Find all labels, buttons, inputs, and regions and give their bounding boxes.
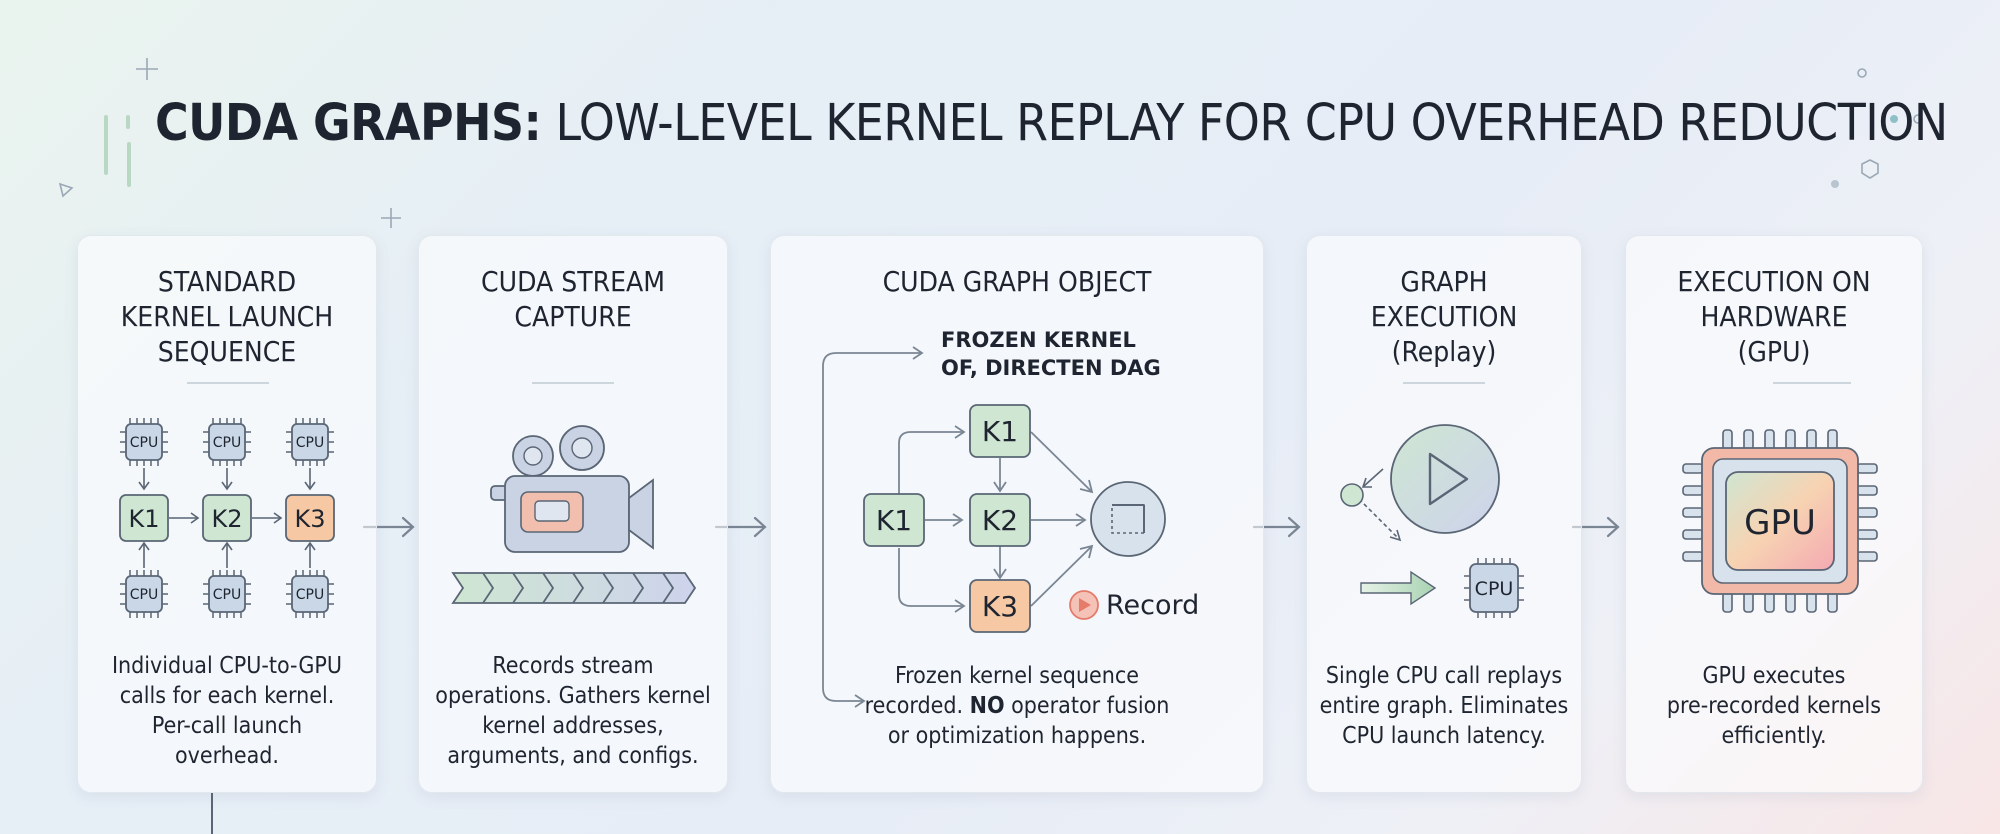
panel-hardware-title: EXECUTION ON HARDWARE (GPU)	[1626, 264, 1922, 369]
panel-stream-capture: CUDA STREAM CAPTURE	[418, 235, 728, 793]
gpu-chip-label: GPU	[1744, 503, 1816, 543]
desc-line: efficiently.	[1721, 723, 1827, 749]
page-title: CUDA GRAPHS: LOW-LEVEL KERNEL REPLAY FOR…	[155, 92, 1955, 156]
stream-capture-illustration	[451, 425, 697, 604]
desc-line: arguments, and configs.	[447, 743, 699, 769]
desc-line: calls for each kernel.	[119, 683, 335, 709]
desc-emphasis: NO	[969, 693, 1005, 719]
cpu-chip-label: CPU	[213, 587, 241, 603]
panel-hardware-description: GPU executes pre-recorded kernels effici…	[1626, 661, 1922, 751]
desc-line: or optimization happens.	[887, 723, 1147, 749]
graph-subtitle-line: FROZEN KERNEL	[941, 328, 1136, 352]
standard-launch-illustration: CPU CPU CPU CPU CPU CPU K1 K2 K3	[119, 417, 335, 619]
panel-standard-title-line: KERNEL LAUNCH	[120, 300, 334, 333]
node-dot-icon	[1340, 483, 1364, 507]
panel-capture-title: CUDA STREAM CAPTURE	[419, 264, 727, 334]
gpu-illustration: GPU	[1682, 429, 1878, 613]
arrow-right-icon	[1360, 570, 1437, 606]
title-bold: CUDA GRAPHS:	[155, 94, 542, 153]
panel-graph-description: Frozen kernel sequence recorded. NO oper…	[771, 661, 1263, 751]
graph-node-k3	[969, 579, 1031, 633]
panel-standard-title-line: SEQUENCE	[157, 335, 297, 368]
desc-line: GPU executes	[1702, 663, 1846, 689]
desc-line: CPU launch latency.	[1342, 723, 1546, 749]
panel-replay-description: Single CPU call replays entire graph. El…	[1307, 661, 1581, 751]
desc-line: Records stream	[492, 653, 654, 679]
desc-line: pre-recorded kernels	[1666, 693, 1882, 719]
panel-hardware-divider	[1773, 382, 1851, 384]
graph-node-k1-root	[863, 493, 925, 547]
panel-capture-title-line: CAPTURE	[514, 300, 632, 333]
panel-hardware-title-line: (GPU)	[1737, 335, 1811, 368]
cpu-chip-icon	[1464, 558, 1524, 618]
desc-line: kernel addresses,	[482, 713, 664, 739]
graph-subtitle-line: OF, DIRECTEN DAG	[941, 356, 1161, 380]
graph-node-label: K2	[982, 504, 1018, 537]
graph-output-icon	[1090, 481, 1166, 557]
desc-line: Frozen kernel sequence	[894, 663, 1140, 689]
gpu-chip-icon	[1682, 429, 1878, 613]
graph-edges	[822, 346, 1094, 708]
panel-hardware-title-line: HARDWARE	[1700, 300, 1848, 333]
panel-graph-object: CUDA GRAPH OBJECT FROZEN KERNEL OF, DIRE…	[770, 235, 1264, 793]
record-icon	[1069, 590, 1099, 620]
graph-node-k1	[969, 404, 1031, 458]
kernel-k3-label: K3	[294, 505, 325, 533]
desc-line: Individual CPU-to-GPU	[111, 653, 343, 679]
kernel-k1-label: K1	[128, 505, 159, 533]
cpu-chip-label: CPU	[296, 587, 324, 603]
panel-standard-launch: STANDARD KERNEL LAUNCH SEQUENCE CPU CPU	[77, 235, 377, 793]
panel-graph-execution: GRAPH EXECUTION (Replay)	[1306, 235, 1582, 793]
desc-line: Per-call launch	[151, 713, 303, 739]
panel-standard-divider	[187, 382, 269, 384]
panel-replay-title: GRAPH EXECUTION (Replay)	[1307, 264, 1581, 369]
panel-hardware-title-line: EXECUTION ON	[1677, 265, 1871, 298]
panel-standard-description: Individual CPU-to-GPU calls for each ker…	[78, 651, 376, 771]
graph-node-label: K1	[982, 415, 1018, 448]
desc-fragment: recorded.	[864, 693, 964, 719]
panel-replay-title-line: GRAPH	[1400, 265, 1488, 298]
play-icon	[1390, 424, 1500, 534]
cpu-chip-label: CPU	[296, 435, 324, 451]
cpu-chip-label: CPU	[130, 587, 158, 603]
desc-line: Single CPU call replays	[1325, 663, 1563, 689]
record-label: Record	[1106, 590, 1199, 621]
kernel-k1-box	[119, 494, 169, 542]
cpu-chip-label: CPU	[1475, 578, 1514, 600]
panel-capture-title-line: CUDA STREAM	[481, 265, 665, 298]
video-camera-icon	[490, 425, 654, 553]
panel-replay-title-line: (Replay)	[1391, 335, 1497, 368]
panel-replay-title-line: EXECUTION	[1370, 300, 1518, 333]
kernel-k2-label: K2	[211, 505, 242, 533]
panel-replay-divider	[1403, 382, 1485, 384]
desc-line: recorded. NO operator fusion	[771, 691, 1263, 721]
desc-line: operations. Gathers kernel	[435, 683, 711, 709]
panel-standard-title-line: STANDARD	[157, 265, 297, 298]
desc-line: entire graph. Eliminates	[1319, 693, 1569, 719]
graph-node-label: K3	[982, 590, 1018, 623]
graph-object-illustration: FROZEN KERNEL OF, DIRECTEN DAG K1 K1 K2	[822, 328, 1199, 708]
graph-node-label: K1	[876, 504, 912, 537]
cpu-chip-label: CPU	[130, 435, 158, 451]
cpu-chip-label: CPU	[213, 435, 241, 451]
graph-node-k2	[969, 493, 1031, 547]
panel-capture-description: Records stream operations. Gathers kerne…	[419, 651, 727, 771]
desc-line: overhead.	[175, 743, 279, 769]
panel-standard-title: STANDARD KERNEL LAUNCH SEQUENCE	[78, 264, 376, 369]
stream-tape-icon	[451, 572, 697, 604]
title-rest: LOW-LEVEL KERNEL REPLAY FOR CPU OVERHEAD…	[555, 94, 1949, 153]
panel-graph-title: CUDA GRAPH OBJECT	[771, 264, 1263, 299]
panel-graph-title-line: CUDA GRAPH OBJECT	[882, 265, 1152, 298]
panel-capture-divider	[532, 382, 614, 384]
desc-fragment: operator fusion	[1011, 693, 1170, 719]
kernel-k3-box	[285, 494, 335, 542]
replay-illustration: CPU	[1340, 424, 1524, 618]
kernel-k2-box	[202, 494, 252, 542]
panel-hardware-execution: EXECUTION ON HARDWARE (GPU) GPU GPU exec…	[1625, 235, 1923, 793]
